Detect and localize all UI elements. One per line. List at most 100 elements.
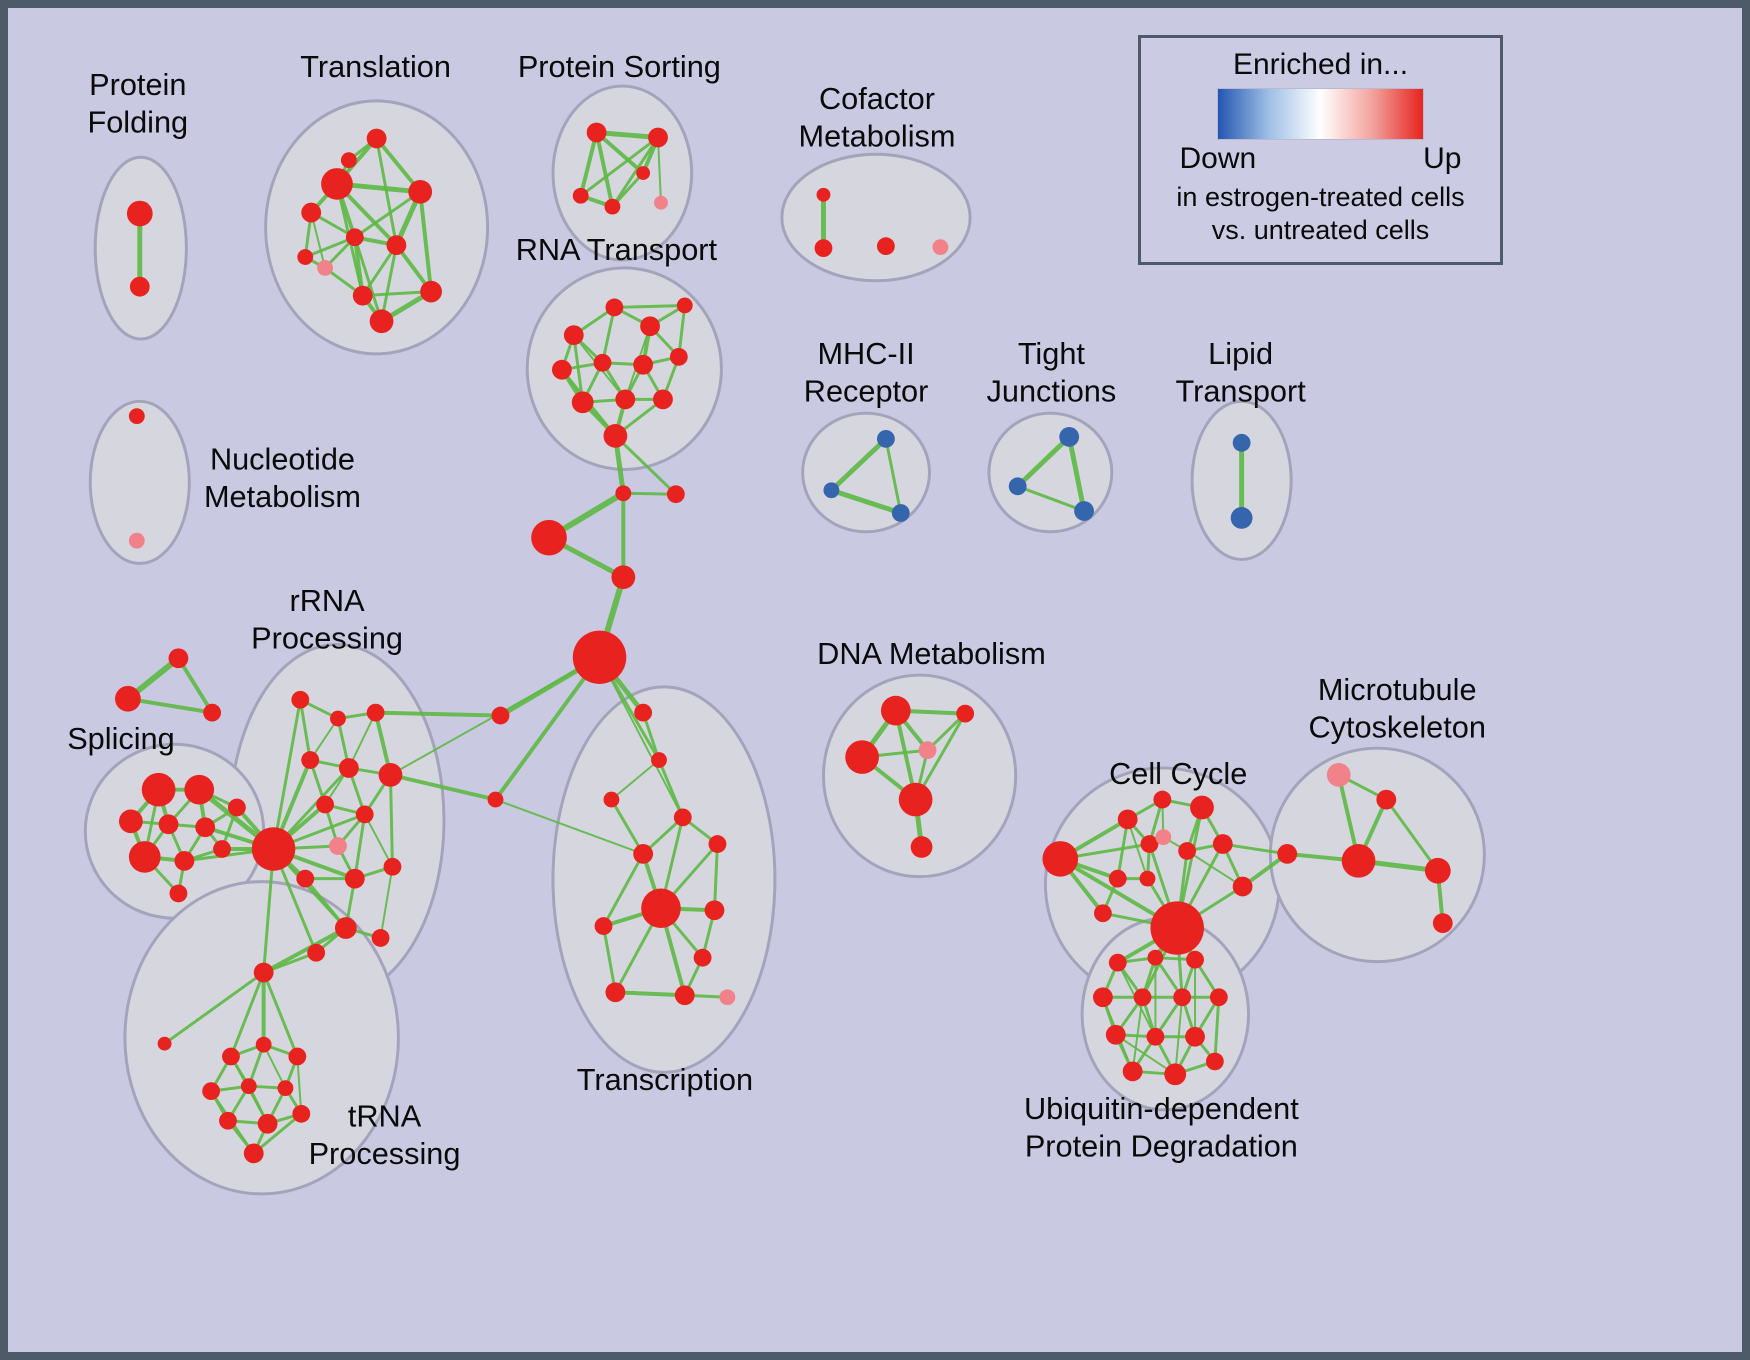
network-edge	[379, 865, 394, 939]
network-node	[352, 285, 373, 306]
network-edge	[1384, 798, 1440, 873]
cluster-ellipse-cofactor-metabolism	[780, 152, 972, 283]
network-node	[1164, 1063, 1187, 1086]
network-edge	[261, 926, 348, 975]
network-edge	[579, 135, 660, 198]
network-node	[1092, 987, 1113, 1008]
network-node	[243, 1143, 264, 1164]
network-node	[653, 389, 673, 410]
network-edge	[602, 924, 617, 994]
network-node	[408, 179, 433, 204]
network-node	[1146, 1027, 1165, 1046]
network-edge	[1221, 842, 1289, 856]
network-node	[572, 187, 589, 204]
network-node	[1105, 1024, 1126, 1045]
network-node	[674, 985, 695, 1006]
network-node	[334, 917, 357, 939]
legend-ends-row: Down Up	[1180, 142, 1462, 176]
network-node	[157, 1036, 172, 1051]
network-edge	[361, 243, 398, 298]
network-node	[648, 127, 668, 148]
network-edge	[353, 812, 367, 881]
network-node	[603, 791, 620, 808]
network-edge	[363, 813, 394, 868]
network-edge	[493, 655, 602, 802]
network-edge	[1116, 817, 1130, 881]
network-edge	[388, 773, 394, 869]
network-node	[316, 795, 334, 814]
network-node	[918, 741, 937, 760]
network-edge	[1213, 995, 1221, 1063]
network-node	[891, 504, 910, 522]
network-node	[572, 630, 627, 684]
network-node	[1341, 844, 1376, 878]
network-node	[253, 962, 274, 983]
network-node	[227, 798, 246, 817]
network-node	[640, 316, 660, 337]
network-node	[956, 704, 975, 723]
cluster-ellipse-microtubule-cytoskeleton	[1268, 746, 1486, 964]
network-node	[184, 774, 215, 805]
network-node	[1155, 829, 1172, 846]
network-edge	[613, 434, 678, 496]
network-node	[366, 703, 385, 722]
network-edge	[347, 711, 377, 769]
network-node	[1232, 876, 1253, 897]
network-node	[1190, 795, 1214, 820]
network-node	[369, 309, 394, 334]
network-node	[666, 485, 685, 504]
network-node	[1108, 953, 1127, 972]
network-node	[128, 841, 161, 873]
network-edge	[610, 759, 660, 801]
network-node	[845, 740, 879, 774]
network-node	[330, 710, 346, 727]
network-node	[1185, 1026, 1205, 1047]
network-node	[203, 703, 222, 722]
network-node	[814, 239, 833, 258]
network-node	[1186, 950, 1204, 969]
network-node	[932, 239, 949, 256]
network-node	[321, 168, 353, 200]
network-edge	[296, 1055, 303, 1115]
network-node	[633, 844, 654, 864]
cluster-label-rna-transport: RNA Transport	[516, 233, 718, 267]
network-node	[594, 917, 613, 935]
network-edge	[298, 698, 312, 762]
network-node	[301, 751, 320, 769]
network-node	[301, 202, 322, 223]
network-edge	[657, 136, 662, 204]
network-node	[1117, 809, 1138, 830]
network-edge	[252, 1112, 303, 1155]
network-edge	[828, 436, 889, 493]
network-node	[219, 1111, 237, 1130]
network-edge	[272, 698, 302, 851]
network-edge	[353, 235, 384, 323]
network-node	[823, 482, 840, 499]
network-node	[1153, 790, 1172, 809]
cluster-label-dna-metabolism: DNA Metabolism	[817, 637, 1046, 671]
network-node	[876, 237, 895, 256]
network-node	[340, 152, 357, 169]
network-node	[296, 869, 315, 888]
network-node	[338, 758, 359, 778]
network-node	[898, 782, 933, 817]
network-node	[586, 122, 607, 143]
network-node	[669, 347, 688, 366]
cluster-label-transcription: Transcription	[577, 1063, 753, 1097]
network-node	[1230, 507, 1253, 529]
network-edge	[125, 696, 215, 715]
network-node	[615, 389, 636, 410]
network-node	[420, 280, 442, 303]
network-node	[115, 685, 141, 712]
network-node	[141, 772, 176, 807]
network-edge	[388, 772, 498, 802]
network-node	[593, 353, 612, 372]
network-node	[531, 519, 567, 556]
network-edge	[594, 130, 646, 176]
network-node	[366, 128, 387, 149]
